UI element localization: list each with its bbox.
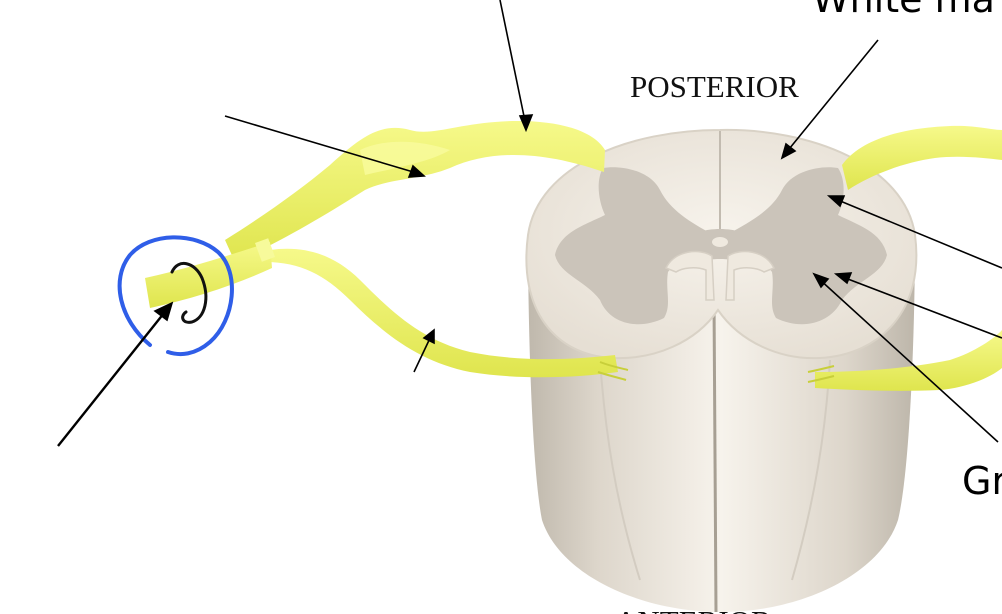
arrow-lateral-horn-line (839, 275, 1002, 339)
left-spinal-nerve-trunk (145, 242, 272, 308)
anterior-label: ANTERIOR (615, 604, 772, 614)
arrow-dorsal-root-line (499, 0, 527, 127)
gray-matter-label: Gr (962, 459, 1002, 503)
arrow-ganglion-head (407, 164, 426, 178)
anterior-fissure-notch-right (725, 250, 776, 301)
gray-matter-right-wing (728, 167, 887, 325)
arrow-ventral-root-head (422, 328, 435, 345)
left-spinal-nerve (145, 120, 629, 381)
left-nerve-trunk-mark (255, 238, 275, 262)
arrow-spinal-nerve-line (57, 307, 169, 447)
pointer-arrows (57, 0, 1002, 447)
left-ventral-root (265, 248, 618, 378)
arrow-posterior-horn-line (832, 197, 1002, 269)
black-scribble-mark (170, 262, 208, 324)
arrow-white-matter-line (784, 39, 879, 155)
right-ventral-root (815, 330, 1002, 391)
white-matter-label: White ma (812, 0, 995, 21)
arrow-white-matter-head (780, 142, 797, 160)
arrow-anterior-horn-line (817, 277, 999, 443)
anterior-fissure-notch (664, 250, 715, 301)
central-canal (712, 237, 728, 247)
arrow-dorsal-root-head (518, 114, 534, 133)
arrow-posterior-horn-head (826, 195, 846, 208)
posterior-label: POSTERIOR (630, 69, 799, 104)
left-dorsal-root-ganglion-highlight (360, 141, 450, 175)
right-dorsal-root (842, 125, 1002, 190)
arrow-ganglion-line (224, 115, 421, 175)
anterior-median-fissure (712, 299, 718, 613)
spinal-cord-segment (525, 128, 918, 613)
right-ventral-rootlets (807, 365, 835, 383)
gray-matter-left-wing (555, 167, 712, 325)
blue-highlight-circle (117, 235, 234, 357)
column-groove-left (599, 359, 641, 581)
arrow-spinal-nerve-head (153, 301, 174, 322)
arrow-lateral-horn-head (833, 272, 853, 285)
left-ventral-rootlets (597, 361, 629, 381)
arrow-anterior-horn-head (812, 272, 830, 289)
right-spinal-nerve (807, 125, 1002, 391)
